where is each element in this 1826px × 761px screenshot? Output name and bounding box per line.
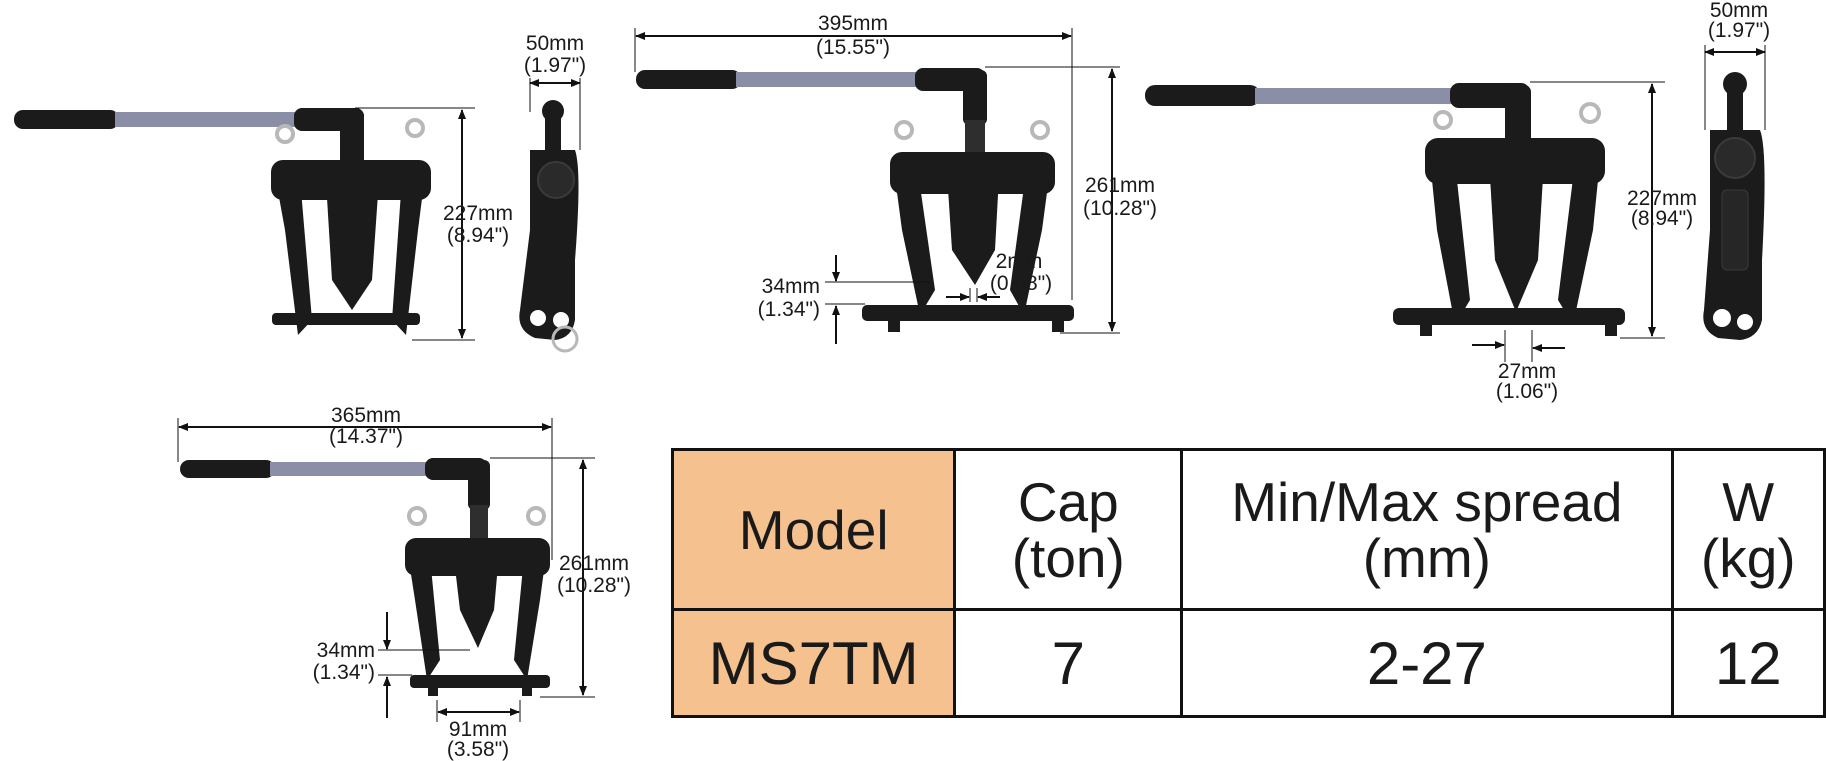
header-spread-line1: Min/Max spread [1231,470,1623,533]
dim-v2-min-spread: 2mm [996,250,1043,273]
header-spread: Min/Max spread (mm) [1180,448,1674,611]
tool-front-view-1 [14,108,431,335]
dim-v3-height-in: (8.94") [1631,207,1693,230]
dim-v3-width: 50mm [1710,0,1768,22]
dim-v4-bar-in: (3.58") [447,738,509,761]
dim-v1-width-in: (1.97") [524,54,586,77]
dim-v1-width: 50mm [526,32,584,55]
dim-v4-gap-in: (1.34") [313,661,375,684]
dim-v3-max-spread-in: (1.06") [1496,380,1558,403]
header-weight-line2: (kg) [1700,526,1796,589]
dimension-lines-view-3 [1472,81,1665,362]
spec-header-row: Model Cap (ton) Min/Max spread (mm) W (k… [670,448,1826,611]
dim-v4-length: 365mm [331,404,401,427]
tool-front-view-3 [1145,83,1625,336]
dim-v2-gap-in: (1.34") [758,298,820,321]
tool-front-view-4 [180,458,550,696]
dim-v2-min-spread-in: (0.08") [990,272,1052,295]
header-model: Model [670,448,957,611]
dimension-lines-side-view-1 [529,78,581,150]
dim-v1-height: 227mm [443,202,513,225]
dim-v2-height: 261mm [1085,174,1155,197]
cell-weight: 12 [1670,608,1826,718]
dim-v1-height-in: (8.94") [447,224,509,247]
header-weight: W (kg) [1670,448,1826,611]
header-capacity-line1: Cap [1017,470,1119,533]
dimension-lines-view-1 [355,107,475,341]
tool-side-view-1 [519,100,579,353]
dimension-lines-view-2 [634,28,1120,344]
spec-data-row: MS7TM 7 2-27 12 [670,608,1826,718]
header-weight-line1: W [1722,470,1775,533]
dim-v3-height: 227mm [1627,187,1697,210]
cell-capacity: 7 [953,608,1184,718]
header-capacity-line2: (ton) [1011,526,1125,589]
cell-model: MS7TM [670,608,957,718]
dim-v4-height: 261mm [559,552,629,575]
dim-v2-height-in: (10.28") [1083,197,1157,220]
tool-side-view-3 [1703,72,1765,340]
header-spread-line2: (mm) [1362,526,1491,589]
dim-v4-gap: 34mm [317,639,375,662]
spec-table: Model Cap (ton) Min/Max spread (mm) W (k… [670,448,1826,718]
dim-v2-length: 395mm [818,12,888,35]
dim-v2-gap: 34mm [762,275,820,298]
dimension-lines-side-view-3 [1704,45,1766,130]
dim-v3-width-in: (1.97") [1708,19,1770,42]
dim-v4-length-in: (14.37") [329,425,403,448]
dim-v2-length-in: (15.55") [816,36,890,59]
dim-v4-bar: 91mm [449,718,507,741]
tool-front-view-2 [636,68,1074,332]
cell-spread: 2-27 [1180,608,1674,718]
dim-v4-height-in: (10.28") [557,574,631,597]
dimension-lines-view-4 [177,418,595,722]
header-capacity: Cap (ton) [953,448,1184,611]
dim-v3-max-spread: 27mm [1498,360,1556,383]
